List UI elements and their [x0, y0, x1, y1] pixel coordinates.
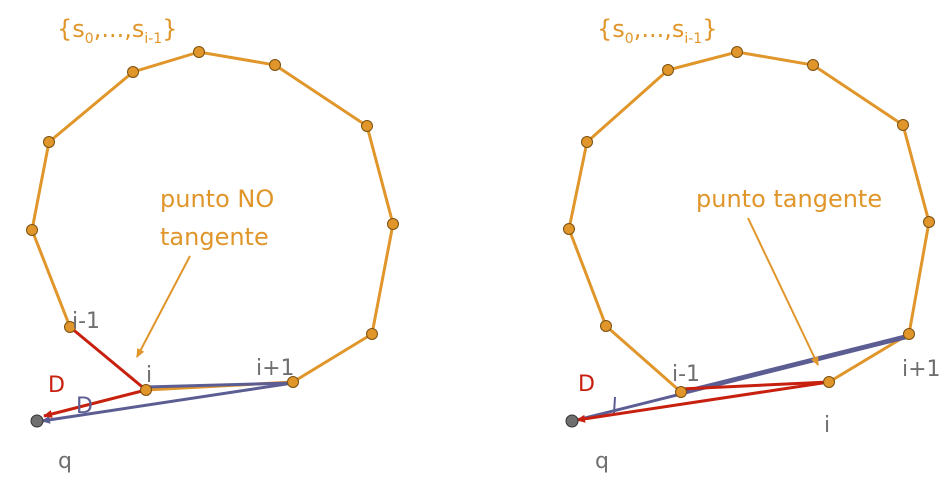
left-vertex — [287, 376, 299, 388]
right-blue-line-q-to-i-plus-1 — [576, 335, 910, 422]
left-vertex — [64, 321, 76, 333]
left-query-point-q — [30, 414, 44, 428]
left-red-edge-i-minus-1-to-i — [69, 325, 147, 392]
right-vertex — [675, 386, 687, 398]
right-vertex — [897, 119, 909, 131]
right-vertex — [731, 46, 743, 58]
left-vertex — [387, 218, 399, 230]
left-blue-line-i-to-i-plus-1 — [145, 381, 294, 389]
right-panel: {s0,...,si-1} punto tangente i-1 i i+1 D… — [563, 15, 941, 474]
right-vertex — [563, 223, 575, 235]
left-vertex — [269, 59, 281, 71]
right-vertex — [807, 59, 819, 71]
left-vertex — [361, 120, 373, 132]
left-label-D-blue: D — [76, 394, 93, 419]
right-vertex — [923, 216, 935, 228]
left-panel: {s0,...,si-1} punto NO tangente i-1 i i+… — [26, 15, 399, 474]
left-vertex — [193, 46, 205, 58]
left-label-D-red: D — [48, 373, 65, 398]
left-set-label: {s0,...,si-1} — [57, 15, 178, 47]
right-red-edge-i-minus-1-to-i — [680, 380, 830, 391]
left-label-i: i — [146, 363, 152, 388]
left-vertex — [366, 328, 378, 340]
left-annotation-line1: punto NO — [160, 185, 274, 213]
right-label-i: i — [824, 413, 830, 438]
left-red-vector-D — [43, 388, 147, 418]
left-vertex — [127, 66, 139, 78]
left-label-q: q — [58, 449, 72, 474]
left-vertex — [43, 136, 55, 148]
left-polygon-chain — [30, 50, 395, 384]
right-label-i-minus-1: i-1 — [672, 362, 700, 387]
right-vertex — [903, 328, 915, 340]
right-query-point-q — [565, 414, 579, 428]
right-blue-line-i-minus-1-to-i-plus-1 — [680, 333, 910, 394]
right-vertex — [600, 320, 612, 332]
right-set-label: {s0,...,si-1} — [597, 15, 718, 47]
right-annotation: punto tangente — [696, 185, 882, 213]
left-blue-vector-D — [41, 381, 294, 424]
right-vertex — [662, 64, 674, 76]
right-vertex — [581, 136, 593, 148]
right-annotation-arrow — [747, 217, 819, 366]
right-vertex-i — [823, 376, 835, 388]
right-label-D-red: D — [578, 372, 595, 397]
left-annotation-arrow — [136, 255, 191, 358]
left-vertex-i — [140, 384, 152, 396]
left-label-i-plus-1: i+1 — [256, 356, 295, 381]
left-annotation-line2: tangente — [160, 223, 269, 251]
right-label-i-plus-1: i+1 — [902, 357, 941, 382]
left-label-i-minus-1: i-1 — [72, 309, 100, 334]
left-vertex — [26, 224, 38, 236]
right-vertices — [563, 46, 935, 398]
right-label-q: q — [595, 449, 609, 474]
right-red-vector-D — [576, 380, 830, 423]
left-vertices — [26, 46, 399, 396]
right-blue-tick — [613, 396, 616, 414]
